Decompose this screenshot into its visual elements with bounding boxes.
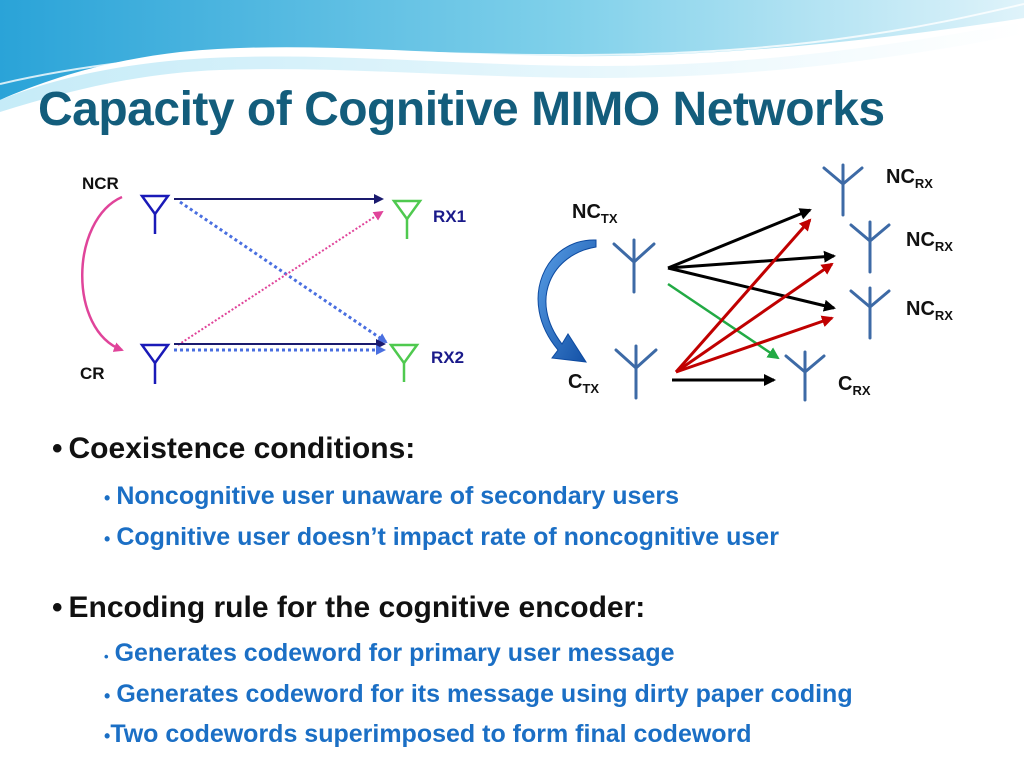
bullet-encoding-rule: •Encoding rule for the cognitive encoder… [52,591,646,624]
nc-rx-label-2: NCRX [906,229,953,254]
bullet-sub-item: •Generates codeword for its message usin… [104,680,853,708]
bullet-sub-item: •Two codewords superimposed to form fina… [104,720,752,748]
bullet-dot-icon: • [104,529,111,549]
nc-rx-label-1: NCRX [886,166,933,191]
c-tx-label: CTX [568,371,599,396]
cr-to-rx1-dotted-link [177,210,384,346]
c-tx-to-nc-rx1-link [674,218,812,373]
cognitive-knowledge-arrow [81,195,124,352]
nc-rx-antenna-2-icon [849,220,891,274]
c-rx-label: CRX [838,373,871,398]
bullet-coexistence: •Coexistence conditions: [52,432,416,465]
bullet-dot-icon: • [52,432,63,465]
rx2-label: RX2 [431,348,464,367]
bullet-sub-item: •Generates codeword for primary user mes… [104,639,675,667]
rx1-antenna-icon [391,199,423,239]
nc-rx-antenna-1-icon [822,163,864,217]
bullet-dot-icon: • [104,488,111,508]
nc-tx-to-nc-rx2-link [667,250,836,270]
bullet-sub-item: •Noncognitive user unaware of secondary … [104,482,679,510]
c-rx-antenna-icon [784,350,826,402]
c-tx-to-nc-rx2-link [675,262,834,374]
bullet-dot-icon: • [104,686,111,706]
nc-rx-label-3: NCRX [906,298,953,323]
cr-antenna-icon [139,343,171,384]
cognitive-channel-diagram: NCR CR RX1 RX2 [80,163,953,402]
bullet-dot-icon: • [104,726,111,746]
slide-title: Capacity of Cognitive MIMO Networks [38,83,885,136]
ncr-to-rx2-dotted-link [179,200,388,344]
nc-tx-to-nc-rx1-link [667,208,812,270]
nc-rx-antenna-3-icon [849,286,891,340]
c-tx-antenna-icon [614,344,658,400]
rx1-label: RX1 [433,207,466,226]
bullet-dot-icon: • [52,591,63,624]
c-tx-to-nc-rx3-link [675,315,834,374]
nc-tx-label: NCTX [572,201,618,226]
nc-tx-antenna-icon [612,238,656,294]
bullet-sub-item: •Cognitive user doesn’t impact rate of n… [104,523,779,551]
cr-label: CR [80,364,105,383]
bullet-dot-icon: • [104,649,109,664]
cognitive-curve-arrow [537,239,597,363]
ncr-label: NCR [82,174,119,193]
nc-tx-to-c-rx-link [667,282,780,360]
ncr-antenna-icon [139,194,171,234]
rx2-antenna-icon [388,343,420,382]
header-wave-background [0,0,1024,112]
